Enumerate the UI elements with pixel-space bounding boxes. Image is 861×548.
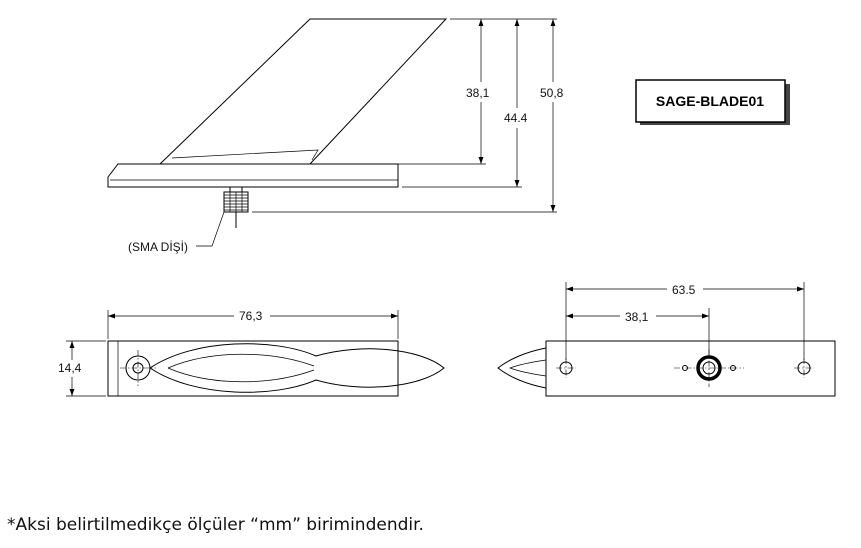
- units-note: *Aksi belirtilmedikçe ölçüler “mm” birim…: [7, 515, 424, 535]
- sma-connector: [223, 186, 249, 228]
- connector-leader: [196, 211, 225, 247]
- base-plate: [107, 163, 399, 188]
- side-view: (SMA DİŞİ) 38,1 44.4 50,8: [107, 18, 572, 254]
- connector-offset-dim: 38,1: [625, 310, 649, 324]
- connector-label: (SMA DİŞİ): [128, 240, 188, 254]
- top-view: 76,3 14,4: [55, 307, 445, 397]
- height-to-base-dim: 44.4: [504, 111, 528, 125]
- base-length-dim: 76,3: [239, 309, 263, 323]
- bottom-view-base: [545, 340, 836, 397]
- bottom-view: 63.5 38,1: [497, 281, 836, 397]
- blade-outline: [149, 343, 445, 393]
- total-height-dim: 50,8: [540, 86, 564, 100]
- top-view-base: [107, 340, 399, 397]
- blade-fin: [159, 18, 448, 165]
- blade-inner-edge: [171, 149, 319, 161]
- blade-tip: [497, 347, 547, 389]
- hole-spacing-dim: 63.5: [672, 283, 696, 297]
- base-width-dim: 14,4: [58, 361, 82, 375]
- blade-height-dim: 38,1: [466, 86, 490, 100]
- part-label-box: SAGE-BLADE01: [635, 79, 790, 125]
- part-label: SAGE-BLADE01: [656, 93, 764, 109]
